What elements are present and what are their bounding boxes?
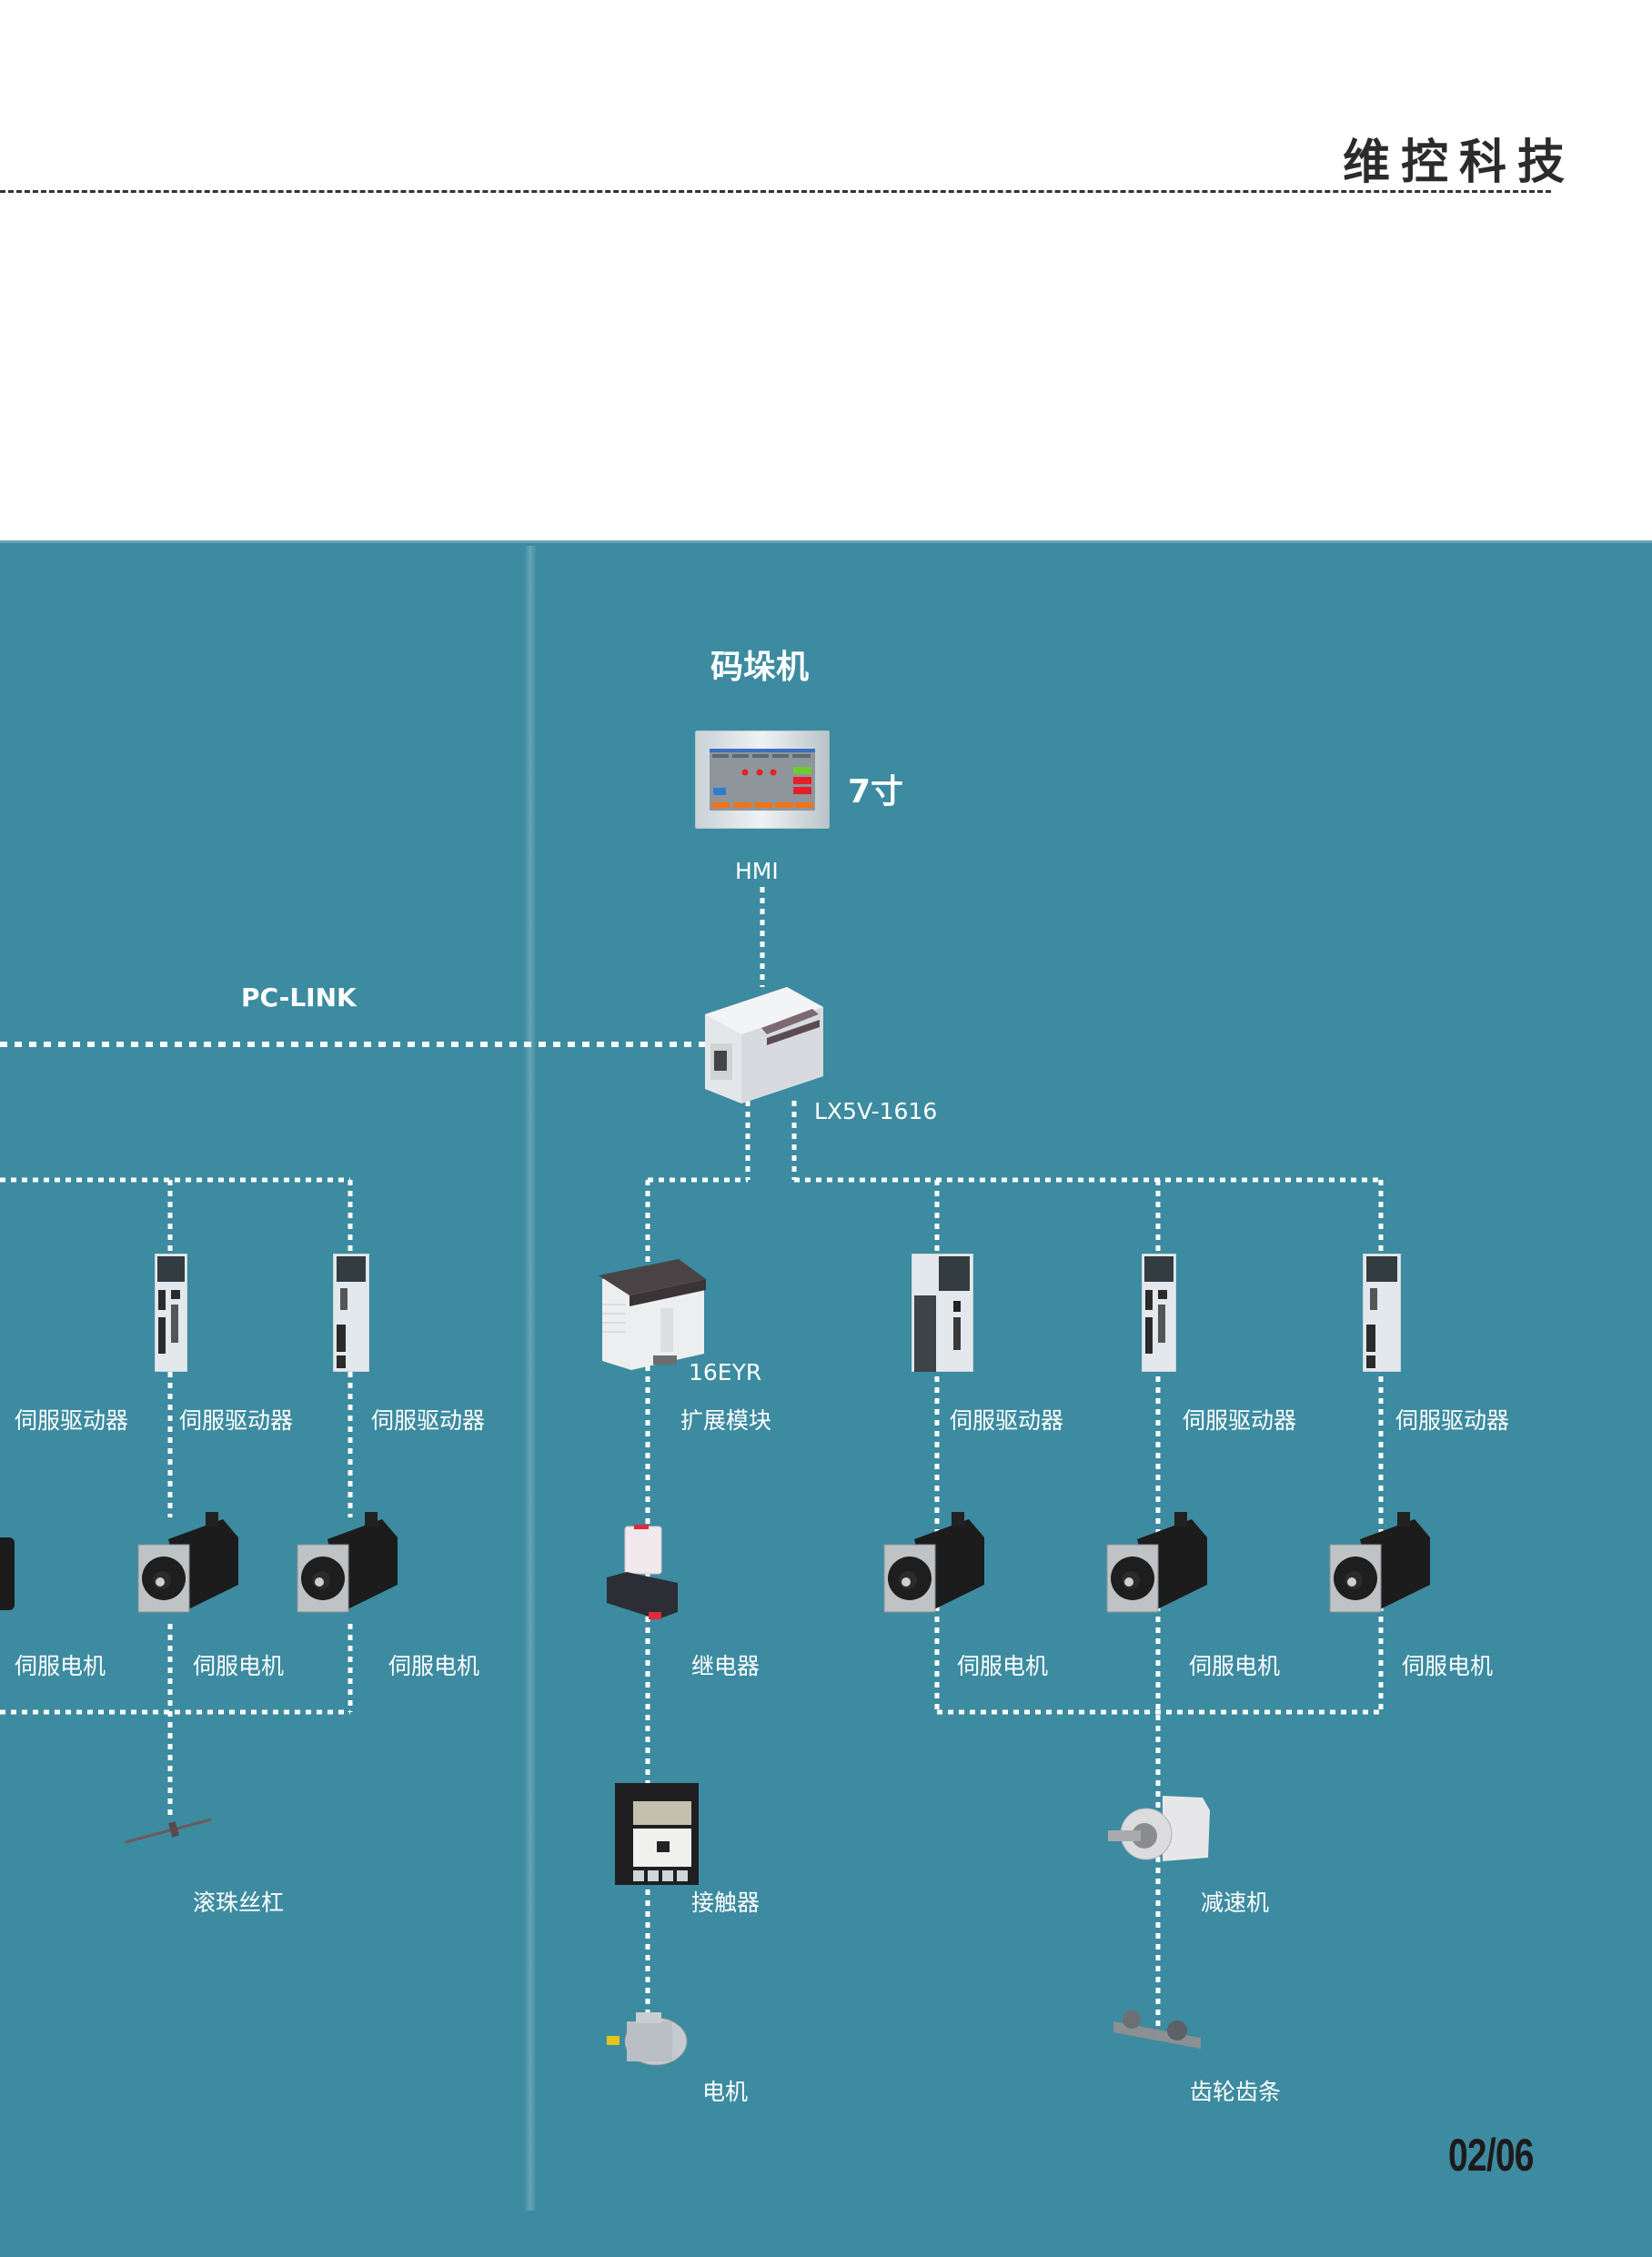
contactor-label: 接触器: [691, 1889, 761, 1916]
rack-pinion-label: 齿轮齿条: [1190, 2079, 1282, 2105]
hmi-size-label: 7寸: [848, 773, 904, 811]
header-divider: [0, 190, 1551, 193]
right-servo-drive-1-icon: [912, 1254, 973, 1372]
plc-model-label: LX5V-1616: [814, 1098, 938, 1124]
plc-device-icon: [705, 987, 823, 1103]
left-drive-label-2: 伺服驱动器: [179, 1407, 294, 1434]
right-servo-motor-2-icon: [1106, 1512, 1207, 1613]
relay-label: 继电器: [691, 1653, 761, 1679]
right-drive-label-2: 伺服驱动器: [1183, 1407, 1297, 1434]
diagram-title: 码垛机: [710, 649, 810, 686]
ball-screw-label: 滚珠丝杠: [193, 1889, 285, 1916]
left-servo-motor-1-icon: [137, 1512, 238, 1613]
page-number: 02/06: [1448, 2130, 1534, 2181]
right-servo-motor-3-icon: [1329, 1512, 1430, 1613]
expansion-label: 扩展模块: [680, 1407, 772, 1434]
ac-motor-label: 电机: [702, 2079, 749, 2105]
right-drive-label-3: 伺服驱动器: [1395, 1407, 1510, 1434]
left-servo-motor-0-icon: [0, 1537, 15, 1610]
brand-title: 维控科技: [1343, 136, 1576, 190]
left-motor-label-1: 伺服电机: [15, 1653, 106, 1679]
ball-screw-icon: [125, 1818, 212, 1844]
page-fold-divider: [524, 546, 537, 2211]
contactor-icon: [615, 1783, 699, 1885]
right-motor-label-2: 伺服电机: [1189, 1653, 1281, 1679]
right-servo-drive-3-icon: [1363, 1254, 1401, 1372]
right-servo-motor-1-icon: [883, 1512, 984, 1613]
left-servo-motor-2-icon: [297, 1512, 398, 1613]
left-motor-label-3: 伺服电机: [388, 1653, 480, 1679]
left-drive-label-1: 伺服驱动器: [15, 1407, 129, 1434]
hmi-device-icon: [695, 731, 830, 829]
right-motor-label-1: 伺服电机: [957, 1653, 1049, 1679]
left-servo-drive-1-icon: [155, 1254, 187, 1372]
right-motor-label-3: 伺服电机: [1402, 1653, 1494, 1679]
hmi-label: HMI: [735, 858, 779, 884]
ac-motor-icon: [607, 2012, 688, 2066]
left-motor-label-2: 伺服电机: [193, 1653, 285, 1679]
expansion-module-icon: [599, 1259, 706, 1370]
gear-reducer-icon: [1108, 1796, 1210, 1861]
relay-icon: [607, 1525, 678, 1619]
right-drive-label-1: 伺服驱动器: [950, 1407, 1064, 1434]
left-drive-label-3: 伺服驱动器: [371, 1407, 486, 1434]
expansion-model-label: 16EYR: [689, 1359, 762, 1385]
reducer-label: 减速机: [1201, 1889, 1270, 1916]
pc-link-label: PC-LINK: [241, 982, 357, 1013]
right-servo-drive-2-icon: [1142, 1254, 1176, 1372]
panel-top-edge: [0, 540, 1652, 543]
left-servo-drive-2-icon: [333, 1254, 369, 1372]
rack-pinion-icon: [1113, 2010, 1201, 2049]
